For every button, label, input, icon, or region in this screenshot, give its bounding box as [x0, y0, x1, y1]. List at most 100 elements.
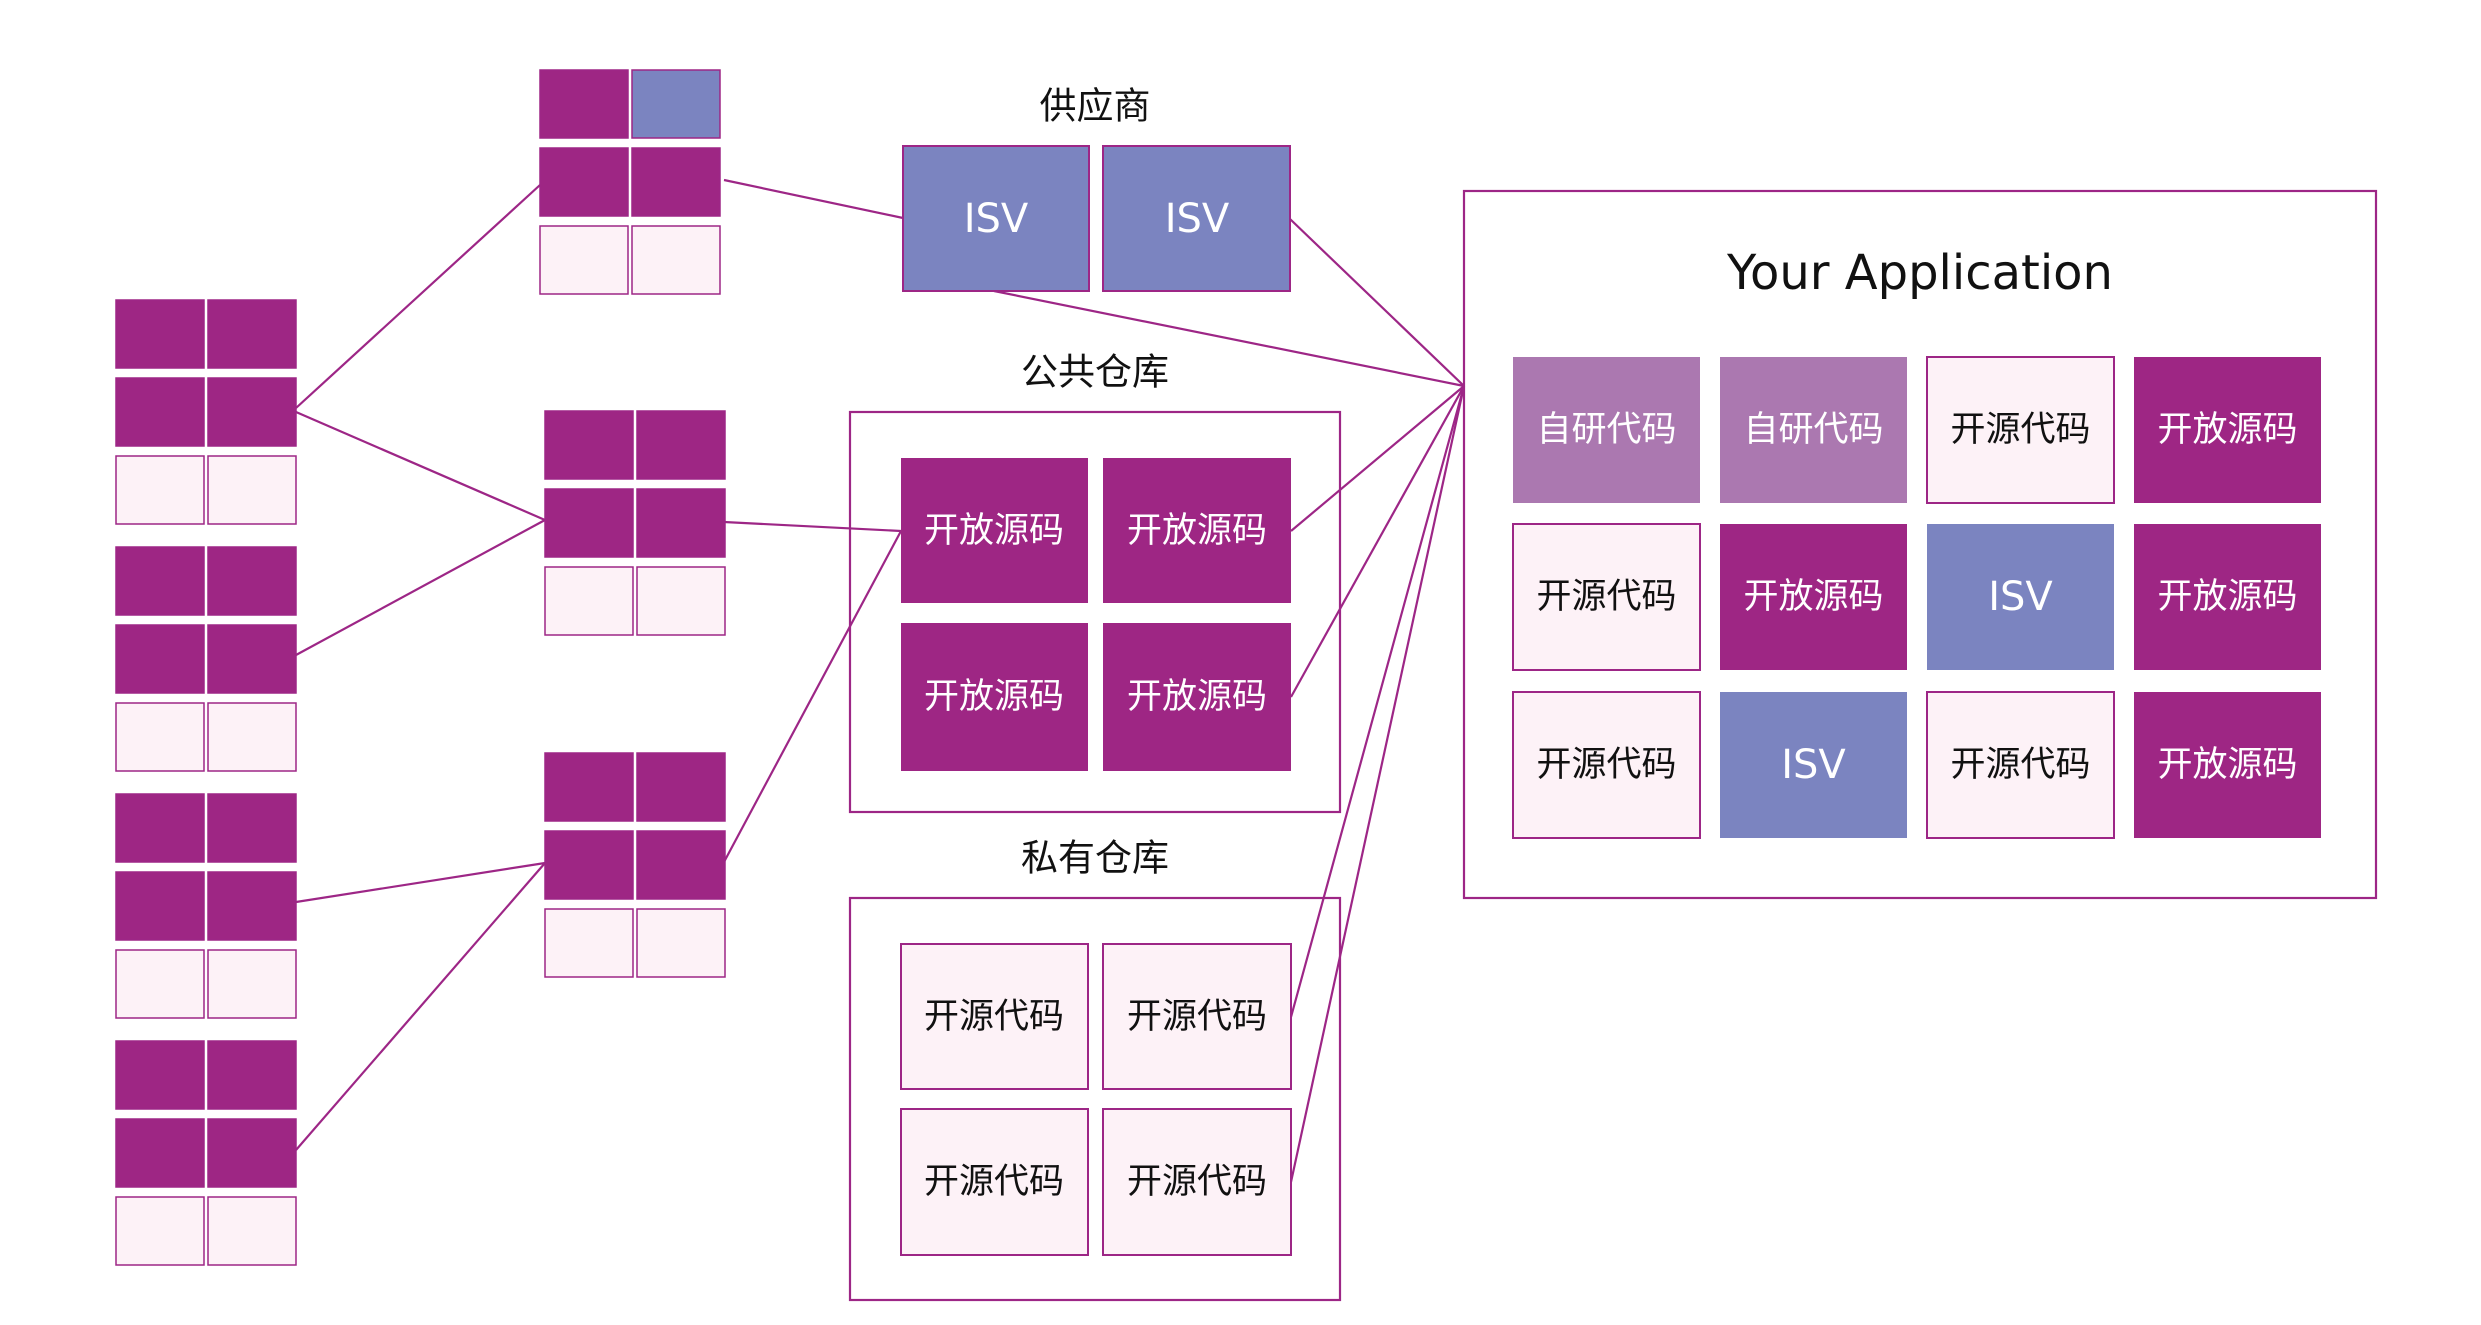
- block-cell: [207, 1196, 297, 1266]
- block-cell: [207, 455, 297, 525]
- application-cell[interactable]: 开放源码: [1720, 524, 1907, 670]
- block-cell: [115, 624, 205, 694]
- block-cell: [207, 1040, 297, 1110]
- cell-label: 开源代码: [1127, 1162, 1267, 1202]
- public-repo-section: 公共仓库 开放源码 开放源码 开放源码 开放源码: [848, 351, 1342, 814]
- application-cell-label: 开放源码: [2157, 745, 2297, 785]
- block-cell: [115, 871, 205, 941]
- isv-label: ISV: [1165, 196, 1230, 242]
- application-cell-bg: [1927, 524, 2114, 670]
- block-cell: [115, 455, 205, 525]
- application-cell-bg: [2134, 357, 2321, 503]
- block-cell: [115, 702, 205, 772]
- application-cell[interactable]: 开放源码: [2134, 692, 2321, 838]
- connector-line: [295, 184, 541, 409]
- public-repo-cell[interactable]: 开放源码: [1103, 458, 1291, 603]
- application-cell[interactable]: 自研代码: [1513, 357, 1700, 503]
- private-repo-cell[interactable]: 开源代码: [1102, 1108, 1292, 1256]
- private-repo-section: 私有仓库 开源代码 开源代码 开源代码 开源代码: [848, 837, 1342, 1302]
- connector-line: [1289, 385, 1466, 1183]
- block-cell: [207, 793, 297, 863]
- application-title: Your Application: [1726, 245, 2113, 301]
- block-cell: [207, 546, 297, 616]
- application-cell-label: 自研代码: [1743, 410, 1883, 450]
- private-repo-cell[interactable]: 开源代码: [1102, 943, 1292, 1090]
- cell-label: 开源代码: [924, 997, 1064, 1037]
- application-cell-bg: [1512, 691, 1701, 839]
- private-repo-cell[interactable]: 开源代码: [900, 943, 1089, 1090]
- block-cell: [636, 488, 726, 558]
- application-cell[interactable]: 开放源码: [2134, 357, 2321, 503]
- middle-dependency-block[interactable]: [539, 69, 721, 295]
- left-dependency-block[interactable]: [115, 1040, 297, 1266]
- application-cell-label: ISV: [1988, 574, 2053, 620]
- connector-line: [1289, 218, 1465, 387]
- block-cell: [115, 546, 205, 616]
- application-section: Your Application 自研代码自研代码开源代码开放源码开源代码开放源…: [1462, 189, 2378, 900]
- application-cell-bg: [1720, 692, 1907, 838]
- application-cell-bg: [1720, 357, 1907, 503]
- vendor-title: 供应商: [1040, 85, 1151, 128]
- application-cell-bg: [1513, 357, 1700, 503]
- private-repo-frame: [848, 896, 1342, 1302]
- connector-line: [1290, 385, 1465, 698]
- block-cell: [207, 1118, 297, 1188]
- application-cell-label: ISV: [1781, 742, 1846, 788]
- left-dependency-block[interactable]: [115, 793, 297, 1019]
- left-dependency-column: [115, 299, 297, 1266]
- cell-label: 开源代码: [1127, 997, 1267, 1037]
- middle-dependency-column: [539, 69, 726, 978]
- application-cell[interactable]: 开源代码: [1926, 691, 2115, 839]
- application-cell[interactable]: ISV: [1720, 692, 1907, 838]
- application-cell-bg: [1926, 691, 2115, 839]
- application-cell[interactable]: 开源代码: [1926, 356, 2115, 504]
- public-repo-cell[interactable]: 开放源码: [901, 458, 1088, 603]
- application-cell-label: 开源代码: [1950, 745, 2090, 785]
- public-repo-cell[interactable]: 开放源码: [1103, 623, 1291, 771]
- application-cell[interactable]: 开放源码: [2134, 524, 2321, 670]
- private-repo-cell[interactable]: 开源代码: [900, 1108, 1089, 1256]
- connector-lines: [295, 178, 1466, 1183]
- isv-box[interactable]: ISV: [1102, 145, 1291, 292]
- middle-dependency-block[interactable]: [544, 410, 726, 636]
- application-cell-label: 开源代码: [1950, 410, 2090, 450]
- isv-box[interactable]: ISV: [902, 145, 1090, 292]
- block-cell: [636, 908, 726, 978]
- connector-line: [295, 410, 546, 522]
- connector-line: [295, 862, 546, 1151]
- cell-label: 开放源码: [1127, 511, 1267, 551]
- block-cell: [539, 225, 629, 295]
- application-cell-label: 开源代码: [1536, 745, 1676, 785]
- middle-dependency-block[interactable]: [544, 752, 726, 978]
- public-repo-title: 公共仓库: [1021, 351, 1169, 394]
- application-cell-bg: [1720, 524, 1907, 670]
- left-dependency-block[interactable]: [115, 546, 297, 772]
- application-cell-bg: [2134, 524, 2321, 670]
- application-cell-label: 开放源码: [2157, 577, 2297, 617]
- application-cell[interactable]: 开源代码: [1512, 523, 1701, 671]
- application-cell-bg: [1926, 356, 2115, 504]
- application-cell[interactable]: ISV: [1927, 524, 2114, 670]
- application-cell-label: 自研代码: [1536, 410, 1676, 450]
- block-cell: [115, 1118, 205, 1188]
- application-cell-label: 开放源码: [1743, 577, 1883, 617]
- block-cell: [115, 299, 205, 369]
- block-cell: [115, 377, 205, 447]
- private-repo-title: 私有仓库: [1021, 837, 1169, 880]
- connector-line: [723, 178, 904, 220]
- block-cell: [636, 752, 726, 822]
- block-cell: [207, 377, 297, 447]
- application-cell[interactable]: 开源代码: [1512, 691, 1701, 839]
- connector-line: [723, 520, 902, 533]
- block-cell: [115, 949, 205, 1019]
- cell-label: 开放源码: [1127, 677, 1267, 717]
- block-cell: [636, 410, 726, 480]
- connector-line: [1290, 385, 1465, 532]
- public-repo-cell[interactable]: 开放源码: [901, 623, 1088, 771]
- left-dependency-block[interactable]: [115, 299, 297, 525]
- application-cell[interactable]: 自研代码: [1720, 357, 1907, 503]
- block-cell: [631, 69, 721, 139]
- block-cell: [636, 566, 726, 636]
- block-cell: [544, 908, 634, 978]
